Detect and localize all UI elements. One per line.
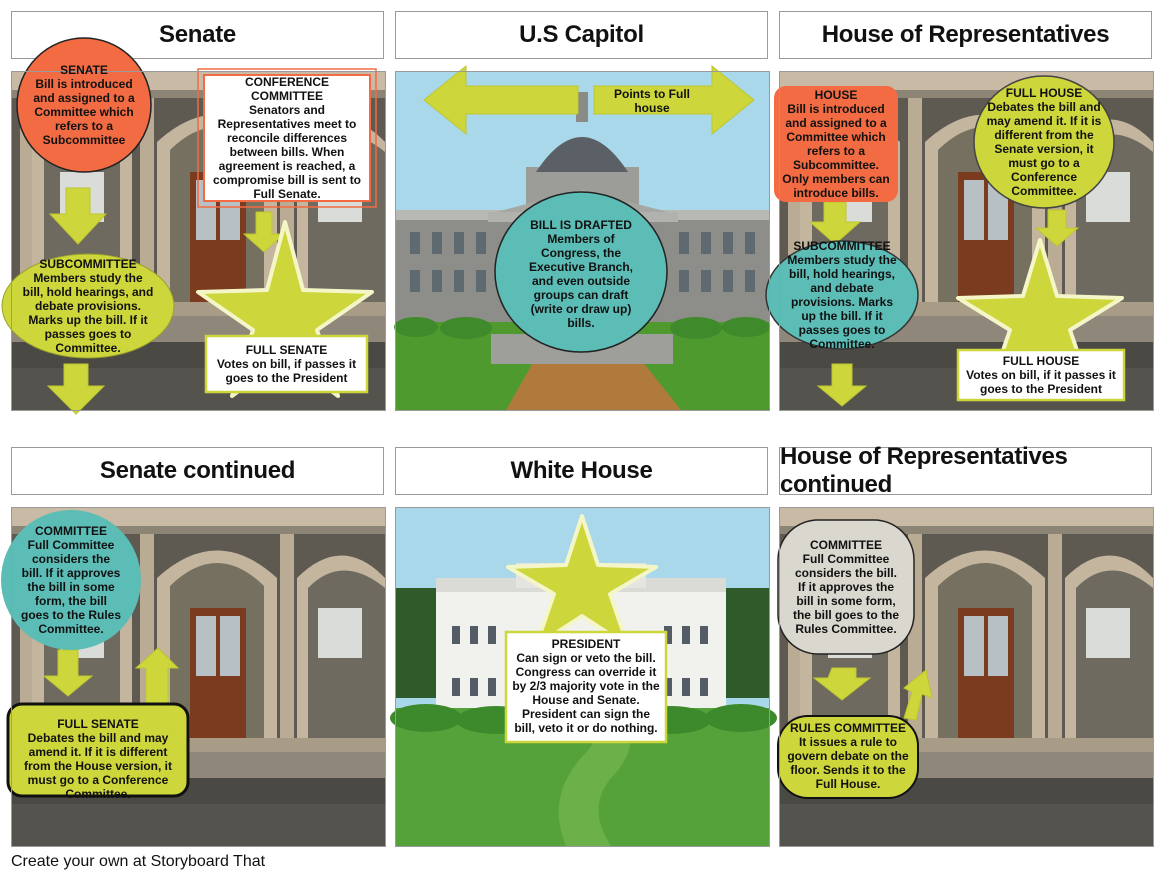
- bubble-body: Debates the bill and may amend it. If it…: [986, 100, 1102, 198]
- bubble-heading: FULL SENATE: [57, 717, 139, 731]
- bubble-heading: FULL HOUSE: [1002, 354, 1080, 368]
- bubble-heading: FULL SENATE: [245, 343, 328, 357]
- bubble-heading: SUBCOMMITTEE: [793, 239, 891, 253]
- arrow-label: Points to Full house: [606, 86, 698, 116]
- full-house-amend-bubble: FULL HOUSE Debates the bill and may amen…: [984, 82, 1104, 202]
- bubble-heading: PRESIDENT: [551, 637, 621, 651]
- house-committee-bubble: COMMITTEE Full Committee considers the b…: [790, 526, 902, 648]
- conference-committee-bubble: CONFERENCE COMMITTEE Senators and Repres…: [206, 75, 368, 201]
- bubble-body: Senators and Representatives meet to rec…: [212, 103, 362, 201]
- bubble-body: Can sign or veto the bill. Congress can …: [512, 651, 660, 735]
- panel-white-house: [395, 507, 770, 847]
- senate-intro-bubble: SENATE Bill is introduced and assigned t…: [26, 46, 142, 164]
- full-senate-vote-bubble: FULL SENATE Votes on bill, if passes it …: [208, 339, 365, 389]
- title-senate-continued: Senate continued: [11, 447, 384, 495]
- bubble-body: Bill is introduced and assigned to a Com…: [33, 77, 135, 147]
- title-house: House of Representatives: [779, 11, 1152, 59]
- rules-committee-bubble: RULES COMMITTEE It issues a rule to gove…: [784, 718, 912, 794]
- panel-senate: [11, 71, 386, 411]
- bubble-body: Bill is introduced and assigned to a Com…: [782, 102, 890, 200]
- bubble-heading: SENATE: [60, 63, 108, 77]
- title-capitol: U.S Capitol: [395, 11, 768, 59]
- bubble-heading: SUBCOMMITTEE: [39, 257, 137, 271]
- bubble-body: It issues a rule to govern debate on the…: [787, 735, 909, 791]
- senate-subcommittee-bubble: SUBCOMMITTEE Members study the bill, hol…: [18, 256, 158, 356]
- full-senate-debate-bubble: FULL SENATE Debates the bill and may ame…: [18, 716, 178, 802]
- full-house-vote-bubble: FULL HOUSE Votes on bill, if it passes i…: [960, 352, 1122, 398]
- title-white-house: White House: [395, 447, 768, 495]
- bubble-body: Votes on bill, if passes it goes to the …: [216, 357, 357, 385]
- panel-capitol: [395, 71, 770, 411]
- house-subcommittee-bubble: SUBCOMMITTEE Members study the bill, hol…: [780, 239, 904, 351]
- arrow-label-text: Points to Full house: [614, 87, 690, 115]
- bubble-heading: FULL HOUSE: [1005, 86, 1083, 100]
- bubble-heading: COMMITTEE: [35, 524, 107, 538]
- title-house-continued: House of Representatives continued: [779, 443, 1152, 498]
- bubble-heading: BILL IS DRAFTED: [530, 218, 632, 232]
- bubble-body: Full Committee considers the bill. If it…: [792, 552, 899, 636]
- bubble-heading: HOUSE: [814, 88, 858, 102]
- president-bubble: PRESIDENT Can sign or veto the bill. Con…: [510, 634, 662, 738]
- panel-house-continued: [779, 507, 1154, 847]
- bubble-heading: COMMITTEE: [810, 538, 882, 552]
- bubble-body: Votes on bill, if it passes it goes to t…: [966, 368, 1116, 396]
- bubble-body: Full Committee considers the bill. If it…: [20, 538, 121, 636]
- panel-senate-continued: [11, 507, 386, 847]
- bubble-body: Members study the bill, hold hearings, a…: [787, 253, 897, 351]
- footer-credit[interactable]: Create your own at Storyboard That: [11, 853, 266, 870]
- bubble-heading: RULES COMMITTEE: [790, 721, 906, 735]
- senate-committee-bubble: COMMITTEE Full Committee considers the b…: [18, 516, 124, 644]
- bubble-body: Debates the bill and may amend it. If it…: [23, 731, 173, 801]
- panel-house: [779, 71, 1154, 411]
- bubble-heading: CONFERENCE COMMITTEE: [244, 75, 329, 103]
- bubble-body: Members of Congress, the Executive Branc…: [528, 232, 634, 330]
- bubble-body: Members study the bill, hold hearings, a…: [22, 271, 154, 355]
- bill-drafted-bubble: BILL IS DRAFTED Members of Congress, the…: [518, 214, 644, 334]
- house-intro-bubble: HOUSE Bill is introduced and assigned to…: [776, 88, 896, 200]
